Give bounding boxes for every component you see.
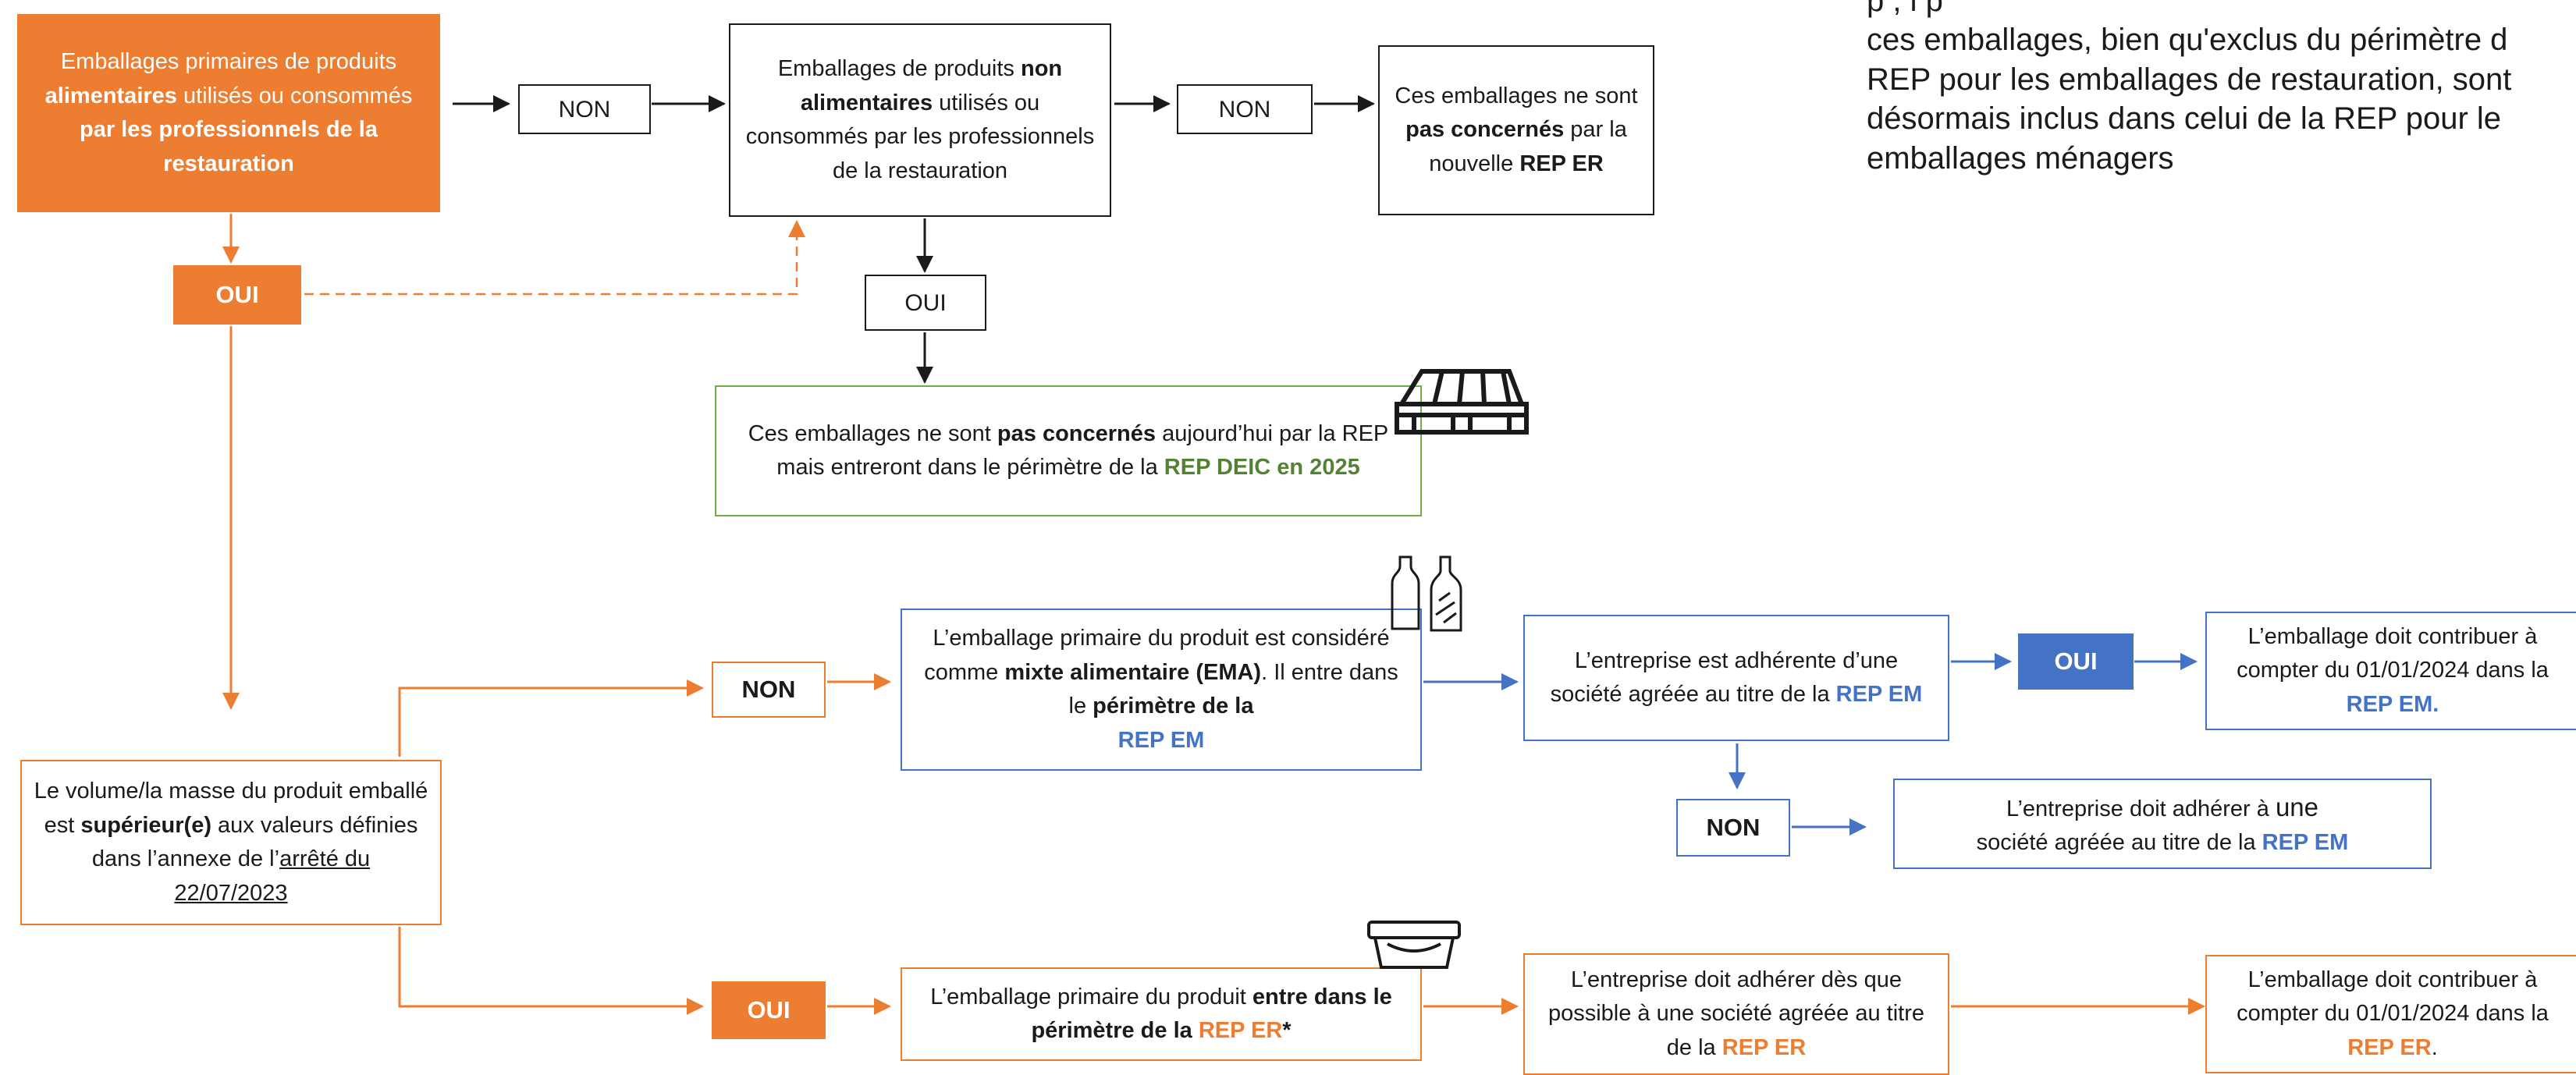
text: utilisés ou consommés par les profession… — [745, 90, 1095, 183]
text-bold: pas concernés — [997, 420, 1157, 446]
nonfood-packaging-box: Emballages de produits non alimentaires … — [729, 23, 1111, 217]
contribute-em-box: L’emballage doit contribuer à compter du… — [2205, 612, 2576, 730]
text-blue: REP EM. — [2346, 691, 2439, 717]
must-join-em-box: L’entreprise doit adhérer à une société a… — [1893, 779, 2432, 869]
label: NON — [741, 675, 796, 703]
ema-box: L’emballage primaire du produit est cons… — [901, 608, 1422, 771]
text: L’emballage doit contribuer à compter du… — [2237, 967, 2549, 1027]
label: OUI — [747, 995, 791, 1024]
decision-oui-em: OUI — [2018, 633, 2134, 690]
text: Le volume/la masse du produit emballé es… — [34, 779, 428, 838]
text-blue: REP EM — [1117, 727, 1205, 753]
text: Ces emballages ne sont — [748, 420, 997, 446]
text: L’emballage primaire du produit est cons… — [924, 626, 1390, 685]
pallet-icon — [1395, 369, 1529, 435]
text: Ces emballages ne sont — [1395, 83, 1638, 108]
decision-oui-left: OUI — [173, 265, 301, 325]
arrow-volume-to-non — [398, 679, 704, 757]
decision-non-2: NON — [1177, 84, 1313, 134]
decision-non-1: NON — [518, 84, 651, 134]
text-bold: supérieur(e) — [80, 812, 211, 838]
text-underline: arrêté du 22/07/2023 — [174, 846, 371, 906]
text-bold: alimentaires — [44, 83, 177, 108]
side-note-line: p , l p — [1867, 0, 1943, 18]
text-bold: entre dans le périmètre de la — [1031, 984, 1392, 1044]
label: OUI — [2054, 647, 2098, 675]
text: . — [2431, 1034, 2438, 1060]
text-bold: par les professionnels de la restauratio… — [80, 117, 378, 176]
text: utilisés ou consommés — [176, 83, 413, 108]
text: L’emballage doit contribuer à compter du… — [2237, 623, 2549, 683]
decision-non-em: NON — [712, 662, 826, 718]
text-blue: REP EM — [1835, 682, 1923, 707]
decision-oui-er: OUI — [712, 981, 826, 1039]
text-orange: REP ER — [1721, 1034, 1807, 1060]
side-note-line: désormais inclus dans celui de la REP po… — [1867, 101, 2502, 137]
food-packaging-box: Emballages primaires de produits aliment… — [17, 14, 440, 212]
text: Emballages primaires de produits — [60, 49, 397, 74]
text: L’entreprise doit adhérer à — [2006, 796, 2276, 821]
arrow-volume-to-oui — [398, 927, 704, 1015]
side-note-line: ces emballages, bien qu'exclus du périmè… — [1867, 23, 2508, 58]
text-bold: non alimentaires — [800, 56, 1063, 115]
not-concerned-box: Ces emballages ne sont pas concernés par… — [1378, 45, 1654, 215]
text: L’emballage primaire du produit — [930, 984, 1252, 1009]
decision-oui-mid: OUI — [865, 275, 986, 331]
side-note: p , l p ces emballages, bien qu'exclus d… — [1867, 0, 2576, 178]
text-orange: REP ER — [2347, 1034, 2432, 1060]
text: L’entreprise est adhérente d’une société… — [1550, 647, 1899, 708]
member-question-box: L’entreprise est adhérente d’une société… — [1523, 615, 1949, 741]
text: aux valeurs définies dans l’annexe de l’ — [91, 812, 418, 872]
text: Emballages de produits — [777, 56, 1021, 81]
text-bold: périmètre de la — [1093, 694, 1254, 718]
text-bold: REP ER — [1519, 151, 1604, 176]
label: OUI — [215, 280, 259, 308]
decision-non-em-2: NON — [1676, 799, 1790, 857]
text: aujourd’hui par la REP mais entreront da… — [776, 420, 1389, 481]
text: par la nouvelle — [1429, 117, 1627, 176]
text: une — [2275, 792, 2319, 821]
text: . Il entre dans le — [1068, 659, 1398, 719]
join-er-box: L’entreprise doit adhérer dès que possib… — [1523, 953, 1949, 1075]
volume-condition-box: Le volume/la masse du produit emballé es… — [20, 760, 442, 925]
dashed-oui-to-nonfood — [304, 220, 805, 296]
text-blue: REP EM — [2262, 830, 2349, 855]
text-bold: pas concernés — [1405, 117, 1565, 143]
label: NON — [1706, 813, 1761, 841]
text-green: REP DEIC en 2025 — [1164, 455, 1360, 480]
deic-box: Ces emballages ne sont pas concernés auj… — [715, 385, 1422, 516]
contribute-er-box: L’emballage doit contribuer à compter du… — [2205, 955, 2576, 1073]
er-scope-box: L’emballage primaire du produit entre da… — [901, 967, 1422, 1061]
label: NON — [558, 96, 611, 122]
text-bold: * — [1282, 1018, 1292, 1043]
bottles-icon — [1391, 555, 1462, 632]
text: société agréée au titre de la — [1976, 830, 2262, 855]
side-note-line: emballages ménagers — [1867, 140, 2174, 176]
text-bold: mixte alimentaire (EMA) — [1004, 659, 1262, 685]
label: OUI — [904, 289, 947, 316]
text: L’entreprise doit adhérer dès que possib… — [1547, 967, 1925, 1060]
label: NON — [1218, 96, 1271, 122]
side-note-line: REP pour les emballages de restauration,… — [1867, 62, 2512, 97]
bucket-icon — [1367, 921, 1461, 969]
text-orange: REP ER — [1198, 1018, 1283, 1043]
